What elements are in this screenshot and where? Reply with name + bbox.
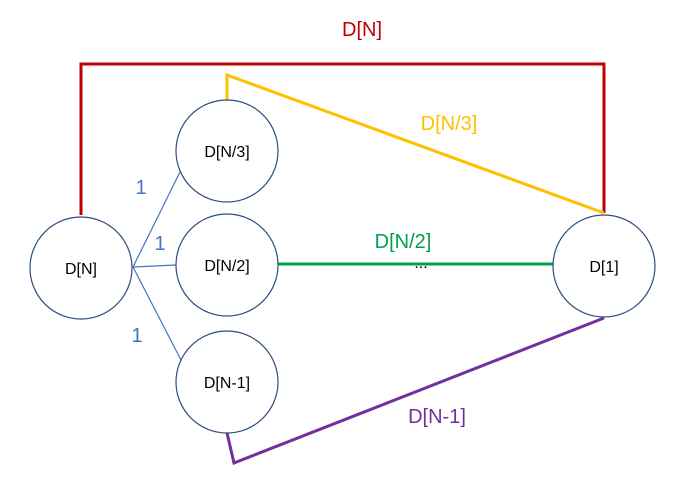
weight-to-n3: 1 bbox=[135, 177, 146, 199]
edge-purple-label: D[N-1] bbox=[408, 406, 466, 428]
node-n1-label: D[N-1] bbox=[204, 375, 250, 392]
ellipsis-label: ... bbox=[414, 255, 427, 272]
edge-red-label: D[N] bbox=[342, 19, 382, 41]
node-end: D[1] bbox=[552, 214, 656, 318]
node-n3: D[N/3] bbox=[175, 99, 279, 203]
weight-to-n1: 1 bbox=[131, 325, 142, 347]
node-n2: D[N/2] bbox=[175, 213, 279, 317]
edge-red-path bbox=[79, 62, 606, 215]
node-n1: D[N-1] bbox=[175, 330, 279, 434]
edge-purple-path bbox=[225, 316, 605, 466]
node-end-label: D[1] bbox=[589, 259, 618, 276]
node-start-label: D[N] bbox=[65, 261, 97, 278]
edge-green-label: D[N/2] bbox=[375, 231, 432, 253]
node-n3-label: D[N/3] bbox=[204, 144, 249, 161]
node-start: D[N] bbox=[29, 216, 133, 320]
edge-yellow-label: D[N/3] bbox=[421, 113, 478, 135]
edge-blue-to-n3 bbox=[132, 171, 181, 268]
node-n2-label: D[N/2] bbox=[204, 258, 249, 275]
edge-blue-to-n1 bbox=[132, 266, 183, 363]
edge-yellow-path bbox=[225, 72, 605, 215]
edge-blue-to-n2 bbox=[132, 264, 177, 268]
weight-to-n2: 1 bbox=[154, 233, 165, 255]
